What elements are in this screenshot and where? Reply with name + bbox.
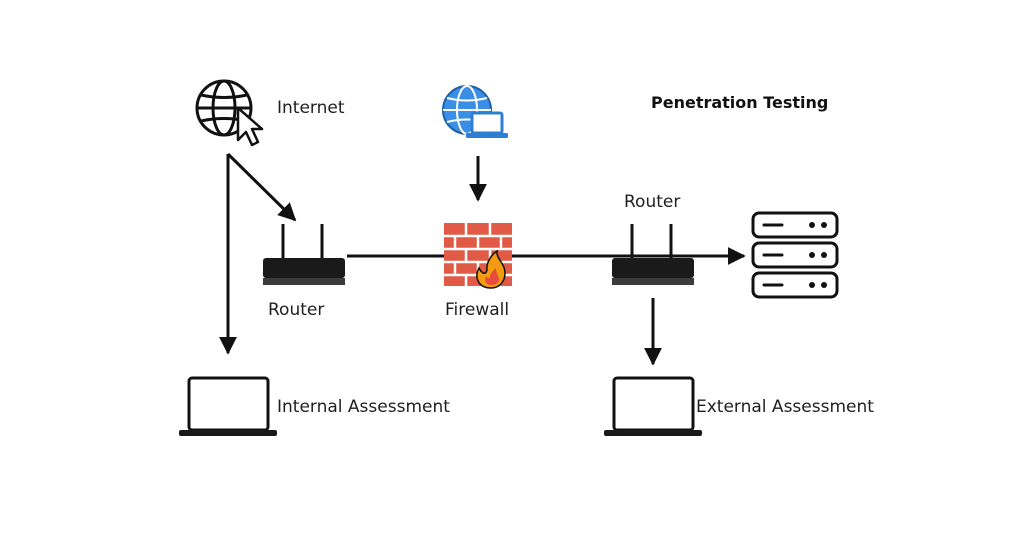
firewall-label: Firewall (445, 300, 510, 320)
router-icon (263, 224, 345, 285)
connector-lines (219, 152, 746, 366)
server-rack-icon (751, 211, 839, 299)
external-assessment-label: External Assessment (696, 397, 874, 417)
router-icon (612, 224, 694, 285)
internal-assessment-label: Internal Assessment (277, 397, 450, 417)
firewall-icon (444, 223, 512, 289)
laptop-icon (179, 376, 277, 436)
arrow-internet-to-router (226, 152, 297, 222)
globe-laptop-icon (442, 85, 508, 138)
router-right-label: Router (624, 192, 681, 212)
globe-cursor-icon (195, 79, 264, 147)
laptop-icon (604, 376, 702, 436)
router-left-label: Router (268, 300, 325, 320)
diagram-title: Penetration Testing (651, 93, 829, 112)
internet-label: Internet (277, 98, 345, 118)
